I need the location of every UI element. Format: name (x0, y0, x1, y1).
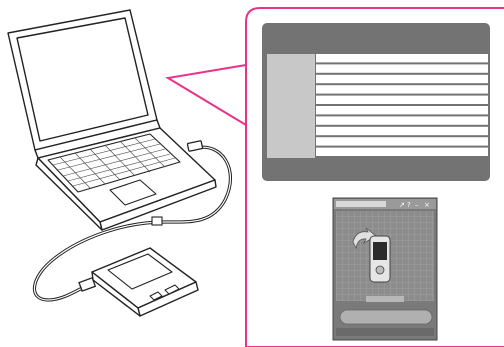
usb-plug (186, 140, 204, 152)
laptop-illustration (7, 9, 217, 231)
laptop-trackpad (109, 179, 157, 206)
callout-bubble (165, 7, 504, 347)
minimize-icon: – (415, 201, 419, 209)
player-app-window: ↗ ? – × (332, 197, 438, 341)
help-icon: ? (407, 201, 411, 209)
list-row (316, 64, 488, 73)
device-button (149, 291, 163, 301)
music-player-device (91, 247, 199, 317)
device-connector (78, 277, 97, 292)
cable-clamp (151, 216, 163, 226)
callout-pointer (165, 64, 247, 126)
list-row (316, 95, 488, 104)
keyboard-keys (52, 137, 176, 189)
window-sidebar (267, 54, 315, 158)
list-row (316, 54, 488, 63)
list-row (316, 147, 488, 156)
app-status-bar (339, 309, 433, 325)
device-screen (107, 253, 173, 290)
list-row (316, 137, 488, 146)
pin-icon: ↗ (399, 201, 405, 209)
callout-frame (245, 7, 504, 347)
list-row (316, 116, 488, 125)
list-row (316, 126, 488, 136)
list-row (316, 74, 488, 84)
software-window (262, 23, 490, 181)
device-button (164, 284, 180, 295)
window-list (316, 54, 488, 156)
list-row (316, 85, 488, 94)
close-icon: × (424, 201, 430, 209)
list-row (316, 106, 488, 115)
laptop-screen (16, 17, 149, 142)
